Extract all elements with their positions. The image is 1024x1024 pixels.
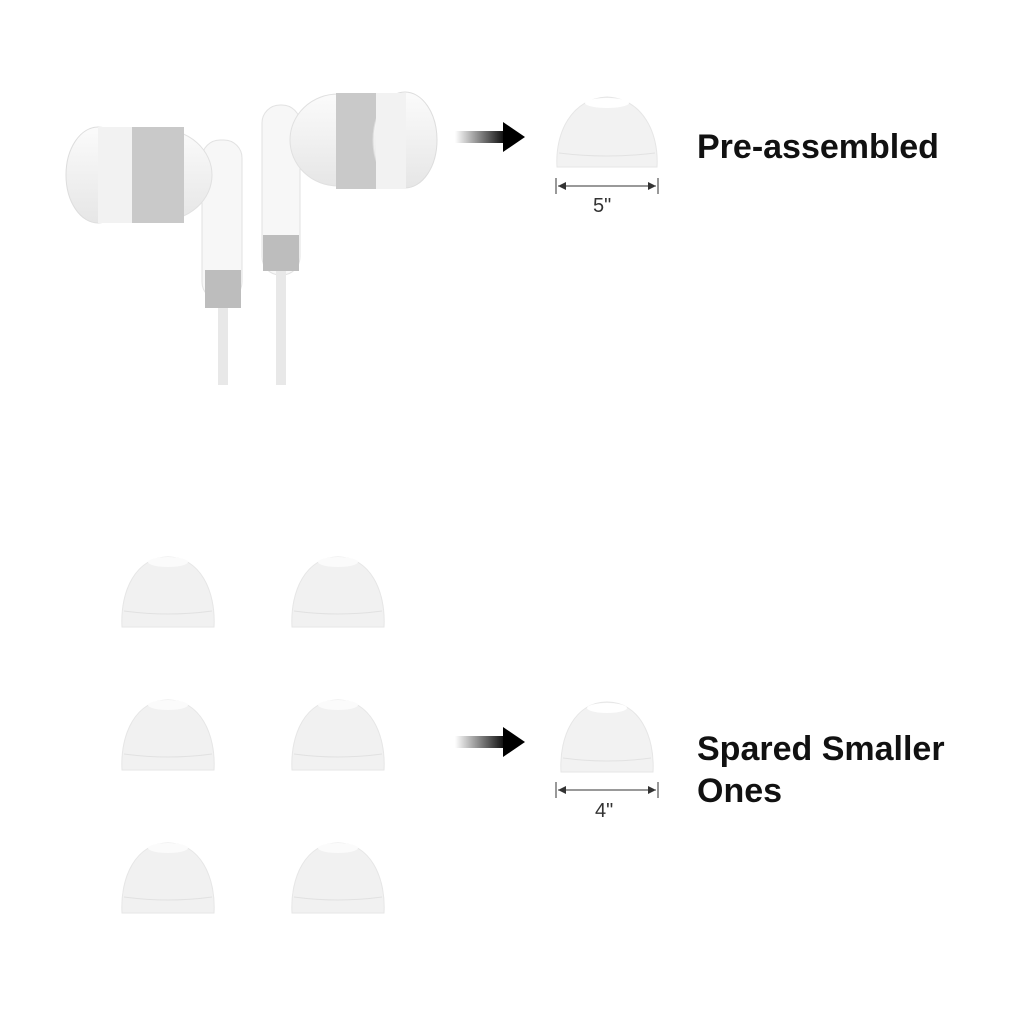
label-line-1: Spared Smaller — [697, 730, 945, 768]
label-pre-assembled: Pre-assembled — [697, 128, 939, 166]
dimension-line-bottom — [555, 782, 659, 798]
dimension-bottom: 4" — [595, 800, 614, 822]
dimension-line-top — [555, 178, 659, 194]
arrow-right-icon — [455, 122, 525, 152]
spare-tips-grid — [121, 556, 385, 914]
left-earbud — [65, 126, 243, 385]
arrow-right-icon — [455, 727, 525, 757]
spare-tip — [291, 556, 385, 628]
spare-tip — [291, 842, 385, 914]
dimension-top: 5" — [593, 195, 612, 217]
right-earbud — [261, 91, 438, 385]
spare-tip — [121, 556, 215, 628]
label-spared-smaller: Spared Smaller Ones — [697, 728, 945, 812]
spare-tip — [291, 699, 385, 771]
spare-tip — [121, 699, 215, 771]
label-line-2: Ones — [697, 772, 783, 810]
ear-tip-small — [560, 701, 654, 773]
spare-tip — [121, 842, 215, 914]
earphones-image — [65, 91, 438, 385]
ear-tip-large — [556, 96, 658, 168]
